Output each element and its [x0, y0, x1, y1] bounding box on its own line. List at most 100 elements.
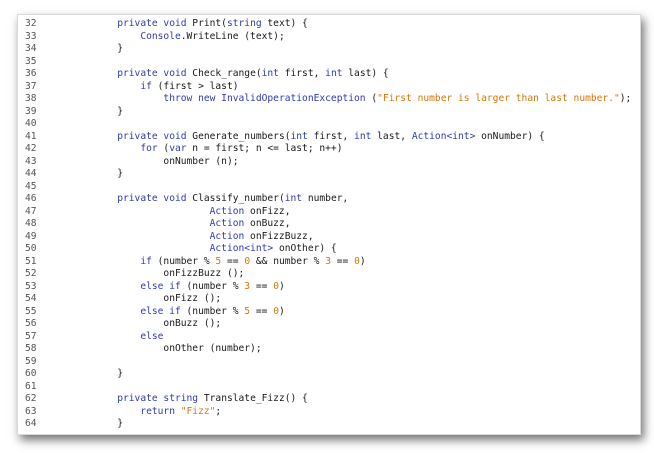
keyword-token: else if: [140, 280, 181, 292]
line-number: 57: [25, 330, 37, 342]
code-text: }: [71, 43, 123, 56]
code-line[interactable]: 57 else: [18, 331, 640, 344]
keyword-token: Action<int>: [411, 130, 476, 142]
code-line[interactable]: 49 Action onFizzBuzz,: [18, 231, 640, 244]
keyword-token: var: [169, 143, 187, 154]
code-token: last) {: [342, 68, 389, 79]
code-token: (: [365, 93, 378, 104]
code-token: }: [71, 368, 123, 379]
code-text: private void Generate_numbers(int first,…: [71, 130, 544, 144]
keyword-token: Action: [209, 218, 245, 229]
code-token: .WriteLine (text);: [180, 30, 285, 42]
code-token: (: [157, 143, 170, 154]
code-text: throw new InvalidOperationException ("Fi…: [71, 93, 631, 106]
code-token: onOther (number);: [71, 343, 262, 354]
code-token: [71, 406, 140, 417]
code-line[interactable]: 43 onNumber (n);: [18, 156, 640, 169]
keyword-token: Action: [209, 230, 245, 242]
code-text: Action<int> onOther) {: [71, 243, 337, 256]
line-number: 55: [25, 305, 37, 317]
code-token: }: [71, 418, 123, 429]
number-literal: 0: [354, 255, 360, 267]
code-token: );: [619, 93, 632, 104]
code-line[interactable]: 44 }: [18, 168, 640, 181]
code-line[interactable]: 63 return "Fizz";: [18, 406, 640, 419]
line-number: 32: [25, 18, 37, 29]
code-line[interactable]: 35: [18, 56, 640, 69]
code-token: [71, 243, 210, 254]
number-literal: 0: [244, 255, 251, 267]
code-text: Action onBuzz,: [71, 218, 291, 231]
code-token: Print(: [186, 18, 227, 29]
code-editor[interactable]: 32 private void Print(string text) {33 C…: [18, 15, 640, 434]
code-text: Console.WriteLine (text);: [71, 30, 285, 44]
code-line[interactable]: 36 private void Check_range(int first, i…: [18, 68, 640, 81]
line-number: 49: [25, 230, 37, 242]
code-line[interactable]: 54 onFizz ();: [18, 293, 640, 306]
code-line[interactable]: 39 }: [18, 106, 640, 119]
number-literal: 3: [325, 255, 331, 267]
code-text: else if (number % 3 == 0): [71, 280, 284, 294]
line-number: 45: [25, 180, 37, 192]
code-line[interactable]: 50 Action<int> onOther) {: [18, 243, 640, 256]
code-token: [71, 393, 117, 404]
keyword-token: string: [226, 18, 262, 29]
code-token: n = first; n <= last; n++): [186, 143, 343, 154]
code-text: for (var n = first; n <= last; n++): [71, 143, 342, 156]
code-token: onNumber (n);: [71, 155, 239, 167]
code-line[interactable]: 45: [18, 181, 640, 194]
code-token: [71, 93, 163, 104]
code-line[interactable]: 40: [18, 118, 640, 131]
code-line[interactable]: 33 Console.WriteLine (text);: [18, 31, 640, 44]
code-token: text) {: [261, 18, 308, 29]
code-token: first,: [278, 68, 326, 79]
code-token: }: [71, 43, 123, 54]
code-line[interactable]: 48 Action onBuzz,: [18, 218, 640, 231]
code-line[interactable]: 51 if (number % 5 == 0 && number % 3 == …: [18, 256, 640, 269]
keyword-token: if: [140, 80, 152, 92]
line-number: 35: [25, 55, 37, 67]
code-line[interactable]: 59: [18, 356, 640, 369]
code-line[interactable]: 61: [18, 381, 640, 394]
code-token: first,: [307, 130, 355, 142]
keyword-token: private void: [117, 68, 187, 79]
code-text: }: [71, 368, 123, 381]
code-token: onFizz,: [244, 205, 291, 217]
code-line[interactable]: 52 onFizzBuzz ();: [18, 268, 640, 281]
code-line[interactable]: 62 private string Translate_Fizz() {: [18, 393, 640, 406]
code-line[interactable]: 55 else if (number % 5 == 0): [18, 306, 640, 319]
keyword-token: private void: [117, 130, 187, 142]
code-text: Action onFizzBuzz,: [71, 231, 314, 244]
line-number: 41: [25, 130, 37, 142]
code-line[interactable]: 47 Action onFizz,: [18, 206, 640, 219]
code-line[interactable]: 32 private void Print(string text) {: [18, 18, 640, 31]
keyword-token: else if: [140, 305, 181, 317]
line-number: 62: [25, 393, 37, 404]
code-text: return "Fizz";: [71, 406, 221, 419]
code-token: [71, 81, 140, 92]
code-line[interactable]: 58 onOther (number);: [18, 343, 640, 356]
line-number: 46: [25, 193, 37, 204]
code-token: last,: [371, 130, 412, 142]
code-line[interactable]: 53 else if (number % 3 == 0): [18, 281, 640, 294]
line-number: 33: [25, 30, 37, 42]
code-token: Check_range(: [186, 68, 262, 79]
code-line[interactable]: 37 if (first > last): [18, 81, 640, 94]
keyword-token: int: [325, 68, 343, 79]
code-line[interactable]: 56 onBuzz ();: [18, 318, 640, 331]
code-line[interactable]: 64 }: [18, 418, 640, 431]
code-text: onFizz ();: [71, 293, 221, 306]
code-line[interactable]: 46 private void Classify_number(int numb…: [18, 193, 640, 206]
keyword-token: if: [140, 255, 152, 267]
code-line[interactable]: 42 for (var n = first; n <= last; n++): [18, 143, 640, 156]
code-line[interactable]: 60 }: [18, 368, 640, 381]
code-token: ): [359, 255, 366, 267]
code-window: 32 private void Print(string text) {33 C…: [17, 14, 641, 435]
code-token: [71, 143, 140, 154]
code-token: [71, 331, 140, 342]
code-line[interactable]: 41 private void Generate_numbers(int fir…: [18, 131, 640, 144]
code-token: onBuzz ();: [71, 318, 222, 329]
code-line[interactable]: 34 }: [18, 43, 640, 56]
code-line[interactable]: 38 throw new InvalidOperationException (…: [18, 93, 640, 106]
line-number: 47: [25, 205, 37, 217]
